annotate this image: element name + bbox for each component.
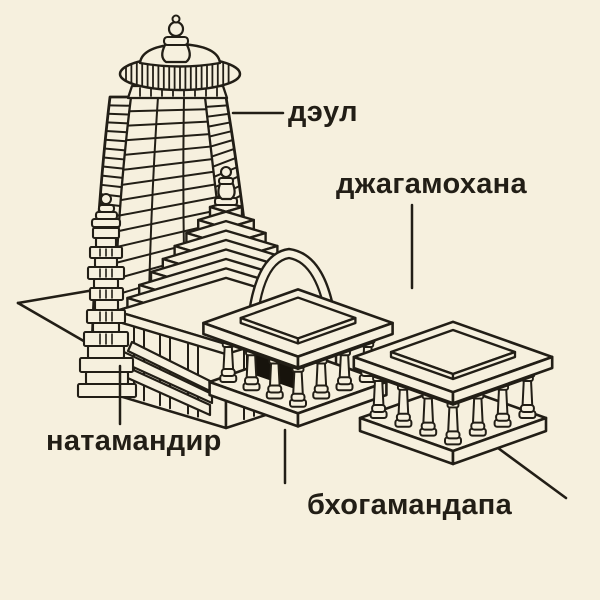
natamandir-pavilion <box>202 288 394 428</box>
label-jagamohana: джагамохана <box>336 168 527 200</box>
label-natamandir: натамандир <box>46 425 222 457</box>
label-bhogamandapa: бхогамандапа <box>307 489 513 521</box>
leader-lines <box>118 111 414 485</box>
label-deul: дэул <box>288 96 358 128</box>
bhogamandapa-pavilion <box>352 320 554 466</box>
